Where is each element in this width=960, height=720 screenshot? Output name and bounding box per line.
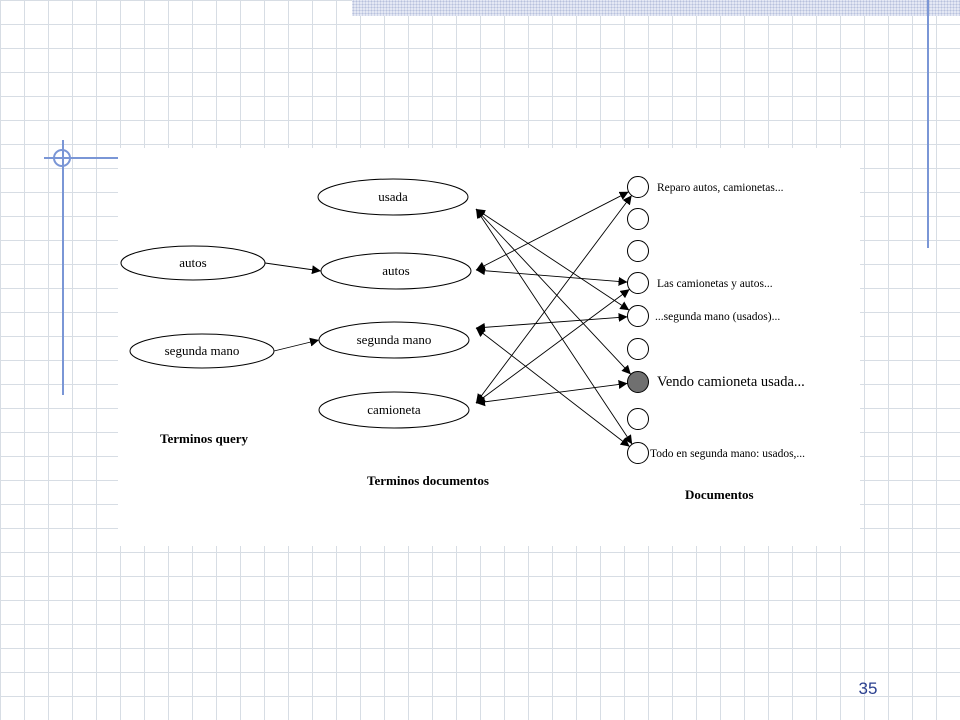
doc-term-label-autos: autos: [382, 263, 409, 278]
diagram-nodes: autos segunda mano usada autos segunda mano c…: [120, 176, 805, 464]
document-node-1: [627, 176, 649, 198]
document-label-9: Todo en segunda mano: usados,...: [650, 448, 805, 460]
term-document-network-diagram: autos segunda mano usada autos segunda mano c…: [120, 176, 805, 502]
doc-term-node-segunda-mano: [318, 321, 470, 359]
document-node-9: [627, 442, 649, 464]
term-doc-link-usada-doc7: [475, 208, 632, 375]
document-label-4: Las camionetas y autos...: [657, 278, 773, 290]
query-column-label: Terminos query: [160, 431, 248, 446]
slide-top-bar: [352, 0, 960, 16]
query-link-autos: [264, 262, 322, 275]
document-node-3: [627, 240, 649, 262]
query-term-label-segunda-mano: segunda mano: [165, 343, 240, 358]
document-node-6: [627, 338, 649, 360]
query-term-label-autos: autos: [179, 255, 206, 270]
doc-term-node-camioneta: [318, 391, 470, 429]
doc-term-node-usada: [317, 178, 469, 216]
term-doc-link-camioneta-doc1: [475, 195, 633, 404]
term-doc-link-autos-doc1: [475, 191, 629, 271]
diagram-figure: autos segunda mano usada autos segunda mano c…: [118, 148, 860, 546]
term-doc-link-camioneta-doc7: [475, 380, 628, 407]
page-number: 35: [858, 679, 878, 698]
query-link-segunda-mano: [273, 337, 320, 352]
slide-deco-horizontal-left: [44, 157, 119, 159]
document-column-label: Documentos: [685, 487, 754, 502]
query-term-node-segunda-mano: [129, 333, 275, 369]
document-node-4: [627, 272, 649, 294]
document-node-8: [627, 408, 649, 430]
slide-deco-circle: [53, 149, 71, 167]
doc-term-node-autos: [320, 252, 472, 290]
query-term-node-autos: [120, 245, 266, 281]
doc-term-label-usada: usada: [378, 189, 408, 204]
document-node-5: [627, 305, 649, 327]
diagram-labels: Terminos query Terminos documentos Docum…: [160, 431, 754, 502]
slide-deco-vertical-left: [62, 140, 64, 395]
diagram-edges: [264, 191, 633, 447]
term-doc-link-autos-doc4: [475, 266, 628, 286]
document-label-1: Reparo autos, camionetas...: [657, 182, 784, 194]
document-node-7: [627, 371, 649, 393]
document-node-2: [627, 208, 649, 230]
term-doc-link-segunda-mano-doc5: [475, 312, 628, 332]
slide-deco-vertical-right: [927, 0, 929, 248]
term-doc-link-usada-doc5: [475, 208, 630, 311]
document-label-5: ...segunda mano (usados)...: [655, 311, 780, 323]
document-label-7: Vendo camioneta usada...: [657, 374, 805, 390]
doc-term-label-segunda-mano: segunda mano: [357, 332, 432, 347]
doc-term-label-camioneta: camioneta: [367, 402, 421, 417]
term-column-label: Terminos documentos: [367, 473, 489, 488]
